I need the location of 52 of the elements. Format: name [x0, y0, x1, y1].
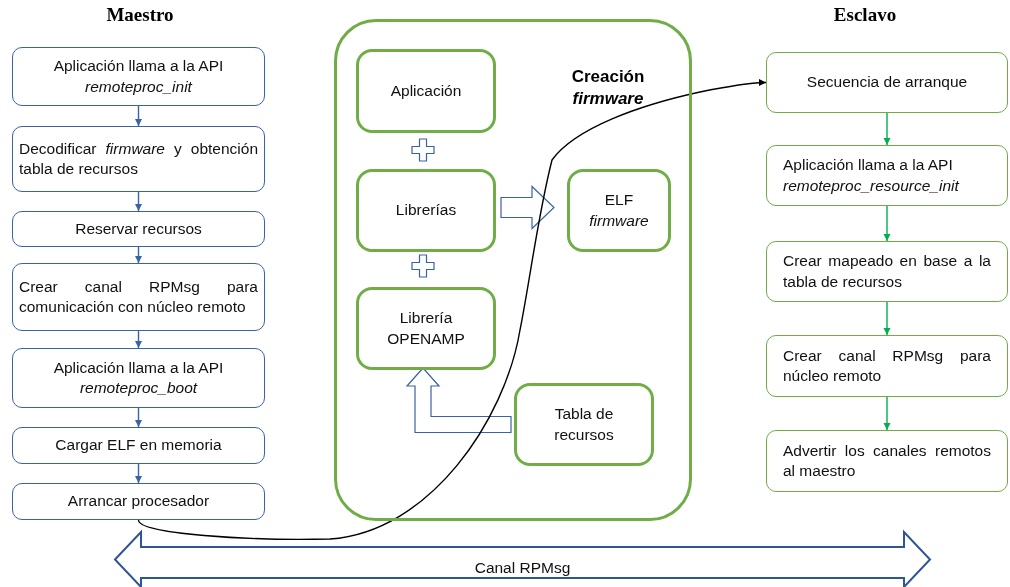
process-box	[12, 47, 265, 106]
node-text: Aplicación llama a la API remoteproc_resource_init	[783, 155, 961, 196]
arrow	[135, 407, 142, 428]
node-text: ELF firmware	[588, 190, 650, 231]
node-text: Tabla de recursos	[553, 404, 615, 445]
group-title: Creación firmware	[570, 66, 646, 111]
node-text: Reservar recursos	[74, 218, 203, 239]
process-box	[12, 483, 265, 520]
group-container	[334, 19, 692, 521]
arrow	[135, 191, 142, 212]
node-text: Crear canal RPMsg para comunicación con núcleo remoto	[19, 276, 258, 317]
node-text: Arrancar procesador	[66, 491, 211, 512]
process-box	[766, 145, 1008, 206]
band-label: Canal RPMsg	[474, 559, 571, 577]
arrow	[883, 112, 891, 146]
process-box	[766, 52, 1008, 113]
node-text: Aplicación	[389, 80, 463, 101]
process-box	[12, 348, 265, 408]
arrow	[883, 205, 891, 242]
component-box	[356, 49, 496, 133]
process-box	[12, 126, 265, 192]
process-box	[766, 241, 1008, 302]
block-arrow	[405, 367, 512, 434]
column-heading: Maestro	[105, 4, 175, 26]
process-box	[12, 263, 265, 331]
arrow	[135, 463, 142, 484]
process-box	[12, 211, 265, 247]
process-box	[12, 427, 265, 464]
block-arrow	[500, 185, 555, 230]
node-text: Aplicación llama a la API remoteproc_boot	[52, 357, 225, 398]
arrow	[883, 396, 891, 431]
node-text: Crear mapeado en base a la tabla de recursos	[783, 251, 991, 292]
node-text: Crear canal RPMsg para núcleo remoto	[783, 345, 991, 386]
node-text: Cargar ELF en memoria	[54, 435, 223, 456]
process-box	[766, 335, 1008, 397]
component-box	[356, 169, 496, 252]
arrow	[135, 246, 142, 264]
arrow	[135, 105, 142, 127]
component-box	[567, 169, 671, 252]
component-box	[514, 383, 654, 466]
arrow	[883, 301, 891, 336]
arrow	[135, 330, 142, 349]
node-text: Librerías	[394, 200, 458, 221]
node-text: Decodificar firmware y obtención tabla de recursos	[19, 138, 258, 179]
node-text: Secuencia de arranque	[805, 72, 969, 93]
component-box	[356, 287, 496, 370]
column-heading: Esclavo	[832, 4, 898, 26]
node-text: Librería OPENAMP	[386, 308, 466, 349]
node-text: Advertir los canales remotos al maestro	[783, 440, 991, 481]
double-arrow-band	[115, 532, 930, 587]
process-box	[766, 430, 1008, 492]
node-text: Aplicación llama a la API remoteproc_init	[52, 56, 225, 97]
